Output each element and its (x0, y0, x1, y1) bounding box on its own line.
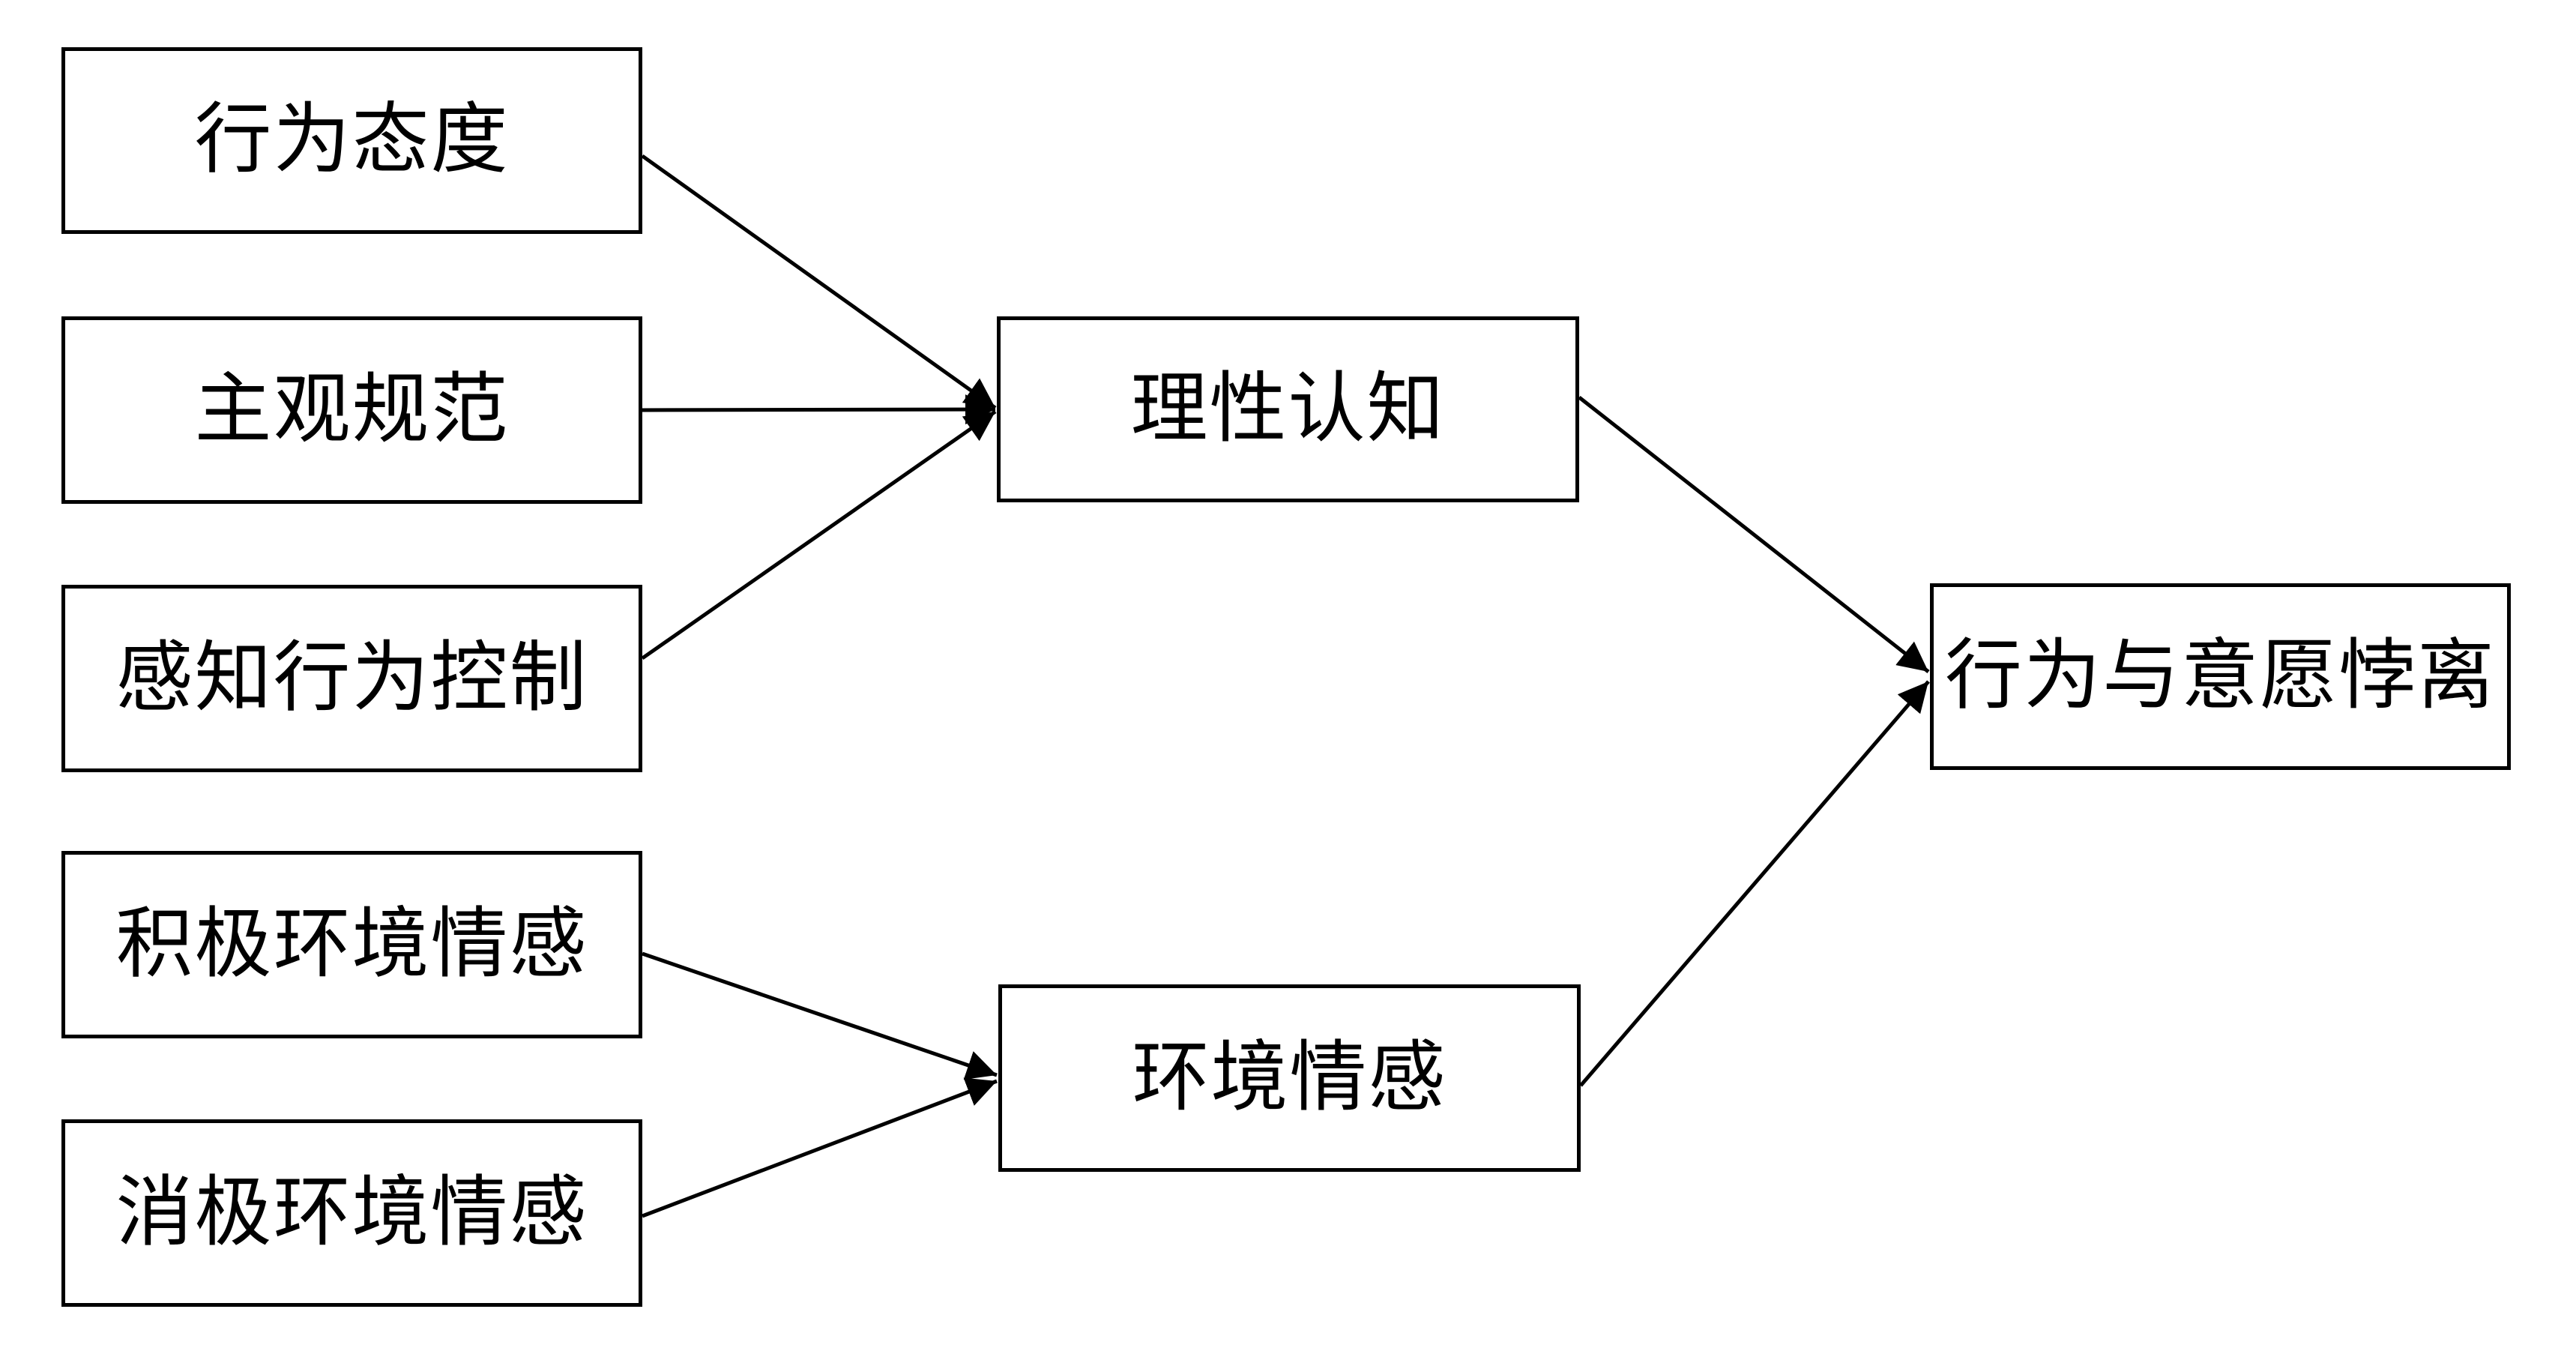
edge-environmental-emotion-to-behavior-intention-deviation (1579, 680, 1930, 1087)
edge-perceived-behavioral-control-to-rational-cognition (641, 409, 997, 661)
node-label: 主观规范 (194, 367, 510, 453)
node-behavior-intention-deviation: 行为与意愿悖离 (1930, 583, 2511, 770)
node-rational-cognition: 理性认知 (997, 316, 1579, 502)
node-positive-environmental-emotion: 积极环境情感 (61, 851, 642, 1038)
edge-negative-environmental-emotion-to-environmental-emotion (642, 1077, 998, 1218)
edge-positive-environmental-emotion-to-environmental-emotion (642, 951, 998, 1080)
node-environmental-emotion: 环境情感 (998, 984, 1581, 1172)
node-subjective-norm: 主观规范 (61, 316, 642, 504)
node-label: 行为与意愿悖离 (1945, 634, 2496, 719)
node-behavioral-attitude: 行为态度 (61, 47, 642, 234)
node-label: 积极环境情感 (115, 901, 588, 987)
node-label: 理性认知 (1130, 366, 1446, 452)
edge-rational-cognition-to-behavior-intention-deviation (1578, 396, 1930, 673)
node-label: 行为态度 (194, 97, 510, 183)
node-label: 感知行为控制 (115, 635, 588, 721)
node-perceived-behavioral-control: 感知行为控制 (61, 585, 642, 772)
node-negative-environmental-emotion: 消极环境情感 (61, 1119, 642, 1307)
node-label: 环境情感 (1132, 1035, 1447, 1121)
edge-subjective-norm-to-rational-cognition (642, 394, 996, 425)
node-label: 消极环境情感 (115, 1170, 588, 1256)
edge-behavioral-attitude-to-rational-cognition (641, 154, 997, 410)
